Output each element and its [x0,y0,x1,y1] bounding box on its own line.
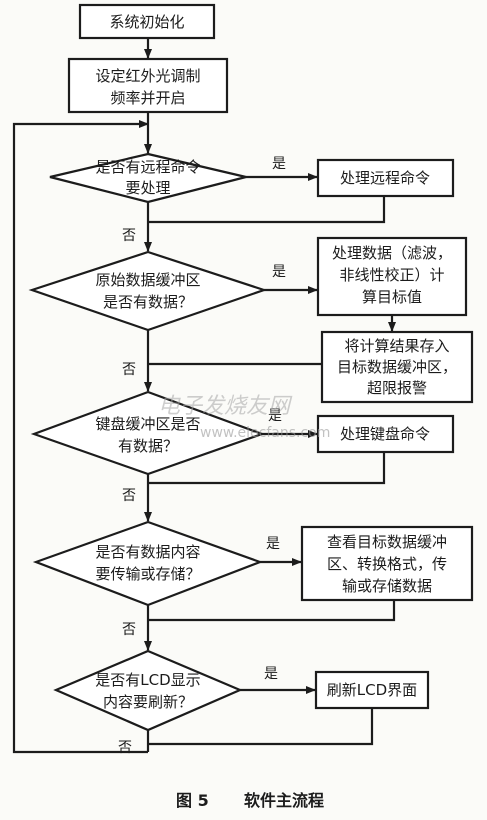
step-init: 系统初始化 [78,3,216,40]
decision-transfer-data: 是否有数据内容 要传输或存储？ [32,520,264,607]
figure-caption: 图 5 软件主流程 [176,791,324,810]
step-process-line1: 处理数据（滤波， [332,244,452,262]
yes-label-lcd: 是 [264,666,278,682]
no-label-send: 否 [122,622,136,638]
no-label-kbd: 否 [122,488,136,504]
step-init-label: 系统初始化 [109,13,184,31]
step-set-ir-line2: 频率并开启 [110,89,185,107]
step-keyboard-cmd-label: 处理键盘命令 [340,425,430,443]
decision-lcd-line1: 是否有LCD显示 [95,671,200,689]
decision-kbd-line2: 有数据？ [118,437,178,455]
step-refresh-lcd: 刷新LCD界面 [314,670,430,710]
decision-raw-line1: 原始数据缓冲区 [95,271,200,289]
yes-label-send: 是 [266,536,280,552]
step-set-ir-line1: 设定红外光调制 [95,67,200,85]
decision-lcd-line2: 内容要刷新？ [103,693,193,711]
watermark: 电子发烧友网 www.elecfans.com [158,394,330,441]
caption-figure-number: 图 5 [176,791,209,810]
step-transfer-line1: 查看目标数据缓冲 [327,533,447,551]
no-label-lcd: 否 [118,740,132,756]
decision-kbd-line1: 键盘缓冲区是否 [95,415,200,433]
step-keyboard-cmd: 处理键盘命令 [316,414,455,454]
step-store-line1: 将计算结果存入 [344,337,449,355]
step-set-ir: 设定红外光调制 频率并开启 [67,57,229,114]
step-process-data: 处理数据（滤波， 非线性校正）计 算目标值 [316,236,468,317]
step-refresh-lcd-label: 刷新LCD界面 [327,681,417,699]
branch-labels: 是 是 是 是 是 否 否 否 否 否 [118,156,286,756]
watermark-text: 电子发烧友网 [158,394,293,419]
step-transfer-line3: 输或存储数据 [342,577,432,595]
decision-remote-line1: 是否有远程命令 [95,158,200,176]
decision-send-line2: 要传输或存储？ [95,565,200,583]
yes-label-kbd: 是 [268,408,282,424]
step-store-results: 将计算结果存入 目标数据缓冲区， 超限报警 [320,330,474,404]
no-label-remote: 否 [122,228,136,244]
step-process-line3: 算目标值 [362,288,422,306]
decision-remote-line2: 要处理 [125,179,170,197]
caption-title: 软件主流程 [244,791,324,810]
decision-send-line1: 是否有数据内容 [95,543,200,561]
step-remote-cmd: 处理远程命令 [316,158,455,198]
connectors [12,38,396,754]
decision-remote-command: 是否有远程命令 要处理 [49,152,247,204]
decision-lcd-refresh: 是否有LCD显示 内容要刷新？ [53,649,243,732]
step-store-line3: 超限报警 [367,379,427,397]
yes-label-remote: 是 [272,156,286,172]
step-remote-cmd-label: 处理远程命令 [340,169,430,187]
decision-keyboard-buffer: 键盘缓冲区是否 有数据？ [30,390,266,476]
yes-label-raw: 是 [272,264,286,280]
step-transfer-line2: 区、转换格式，传 [327,555,447,573]
no-label-raw: 否 [122,362,136,378]
decision-raw-buffer: 原始数据缓冲区 是否有数据？ [28,250,268,332]
step-store-line2: 目标数据缓冲区， [337,358,457,376]
watermark-url: www.elecfans.com [200,425,330,441]
step-transfer-data: 查看目标数据缓冲 区、转换格式，传 输或存储数据 [300,525,474,602]
decision-raw-line2: 是否有数据？ [103,293,193,311]
step-process-line2: 非线性校正）计 [339,266,444,284]
